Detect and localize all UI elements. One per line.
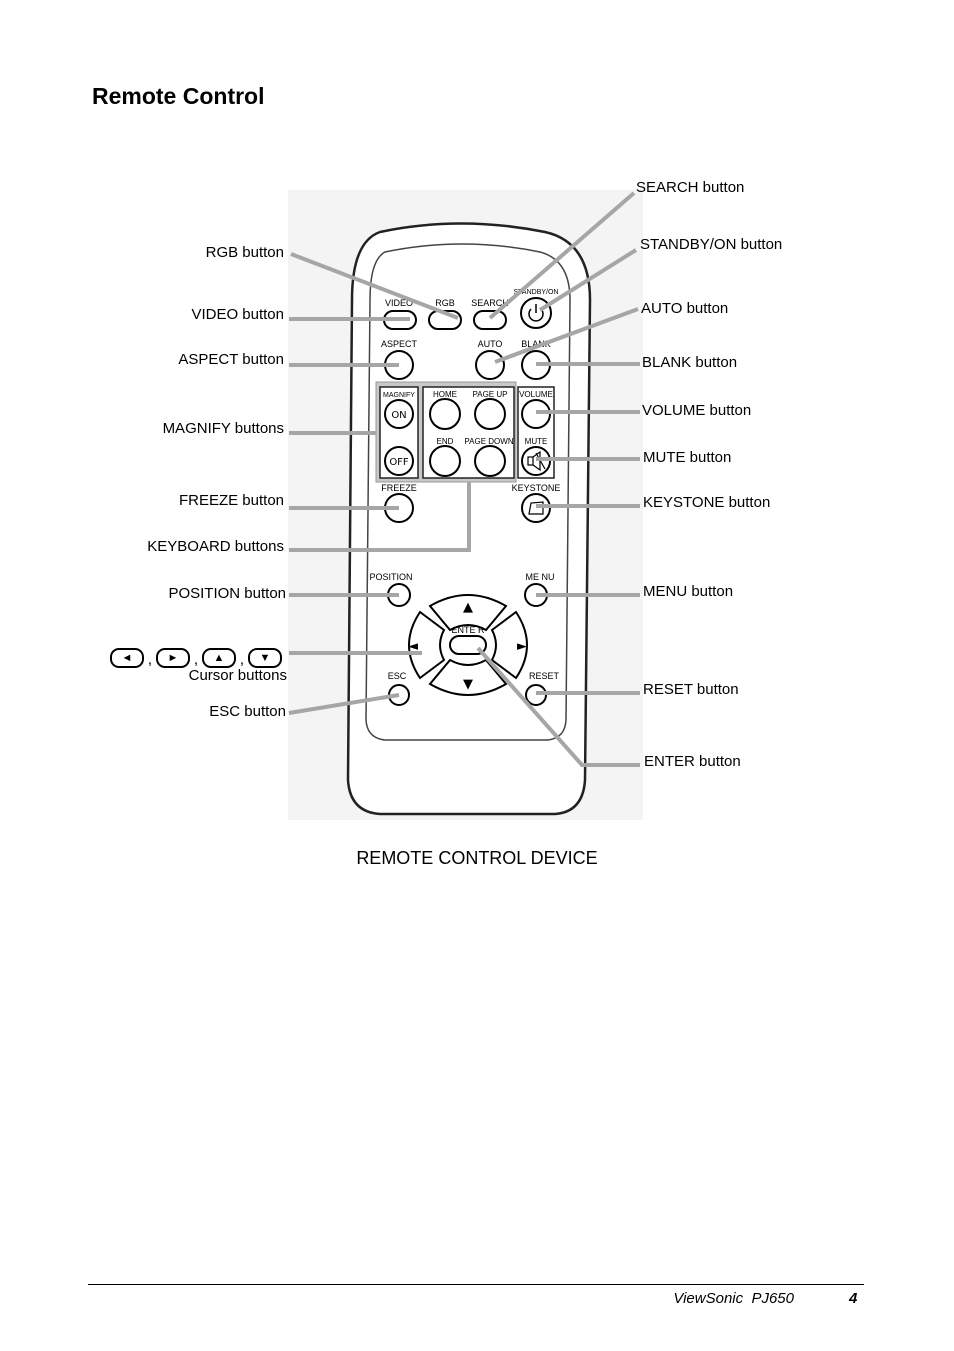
figure-caption: REMOTE CONTROL DEVICE xyxy=(356,848,598,868)
label-keyboard-buttons: KEYBOARD buttons xyxy=(147,538,284,555)
cursor-keys-legend: ◄,►,▲,▼ xyxy=(110,648,282,668)
leader-rgb xyxy=(290,252,459,320)
arrow-up-glyph: ▲ xyxy=(463,600,473,615)
magnify-off-key xyxy=(384,446,414,476)
leader-standby xyxy=(538,248,638,312)
key-label-aspect: ASPECT xyxy=(381,339,418,349)
key-label-reset: RESET xyxy=(529,671,560,681)
magnify-off-key-label: OFF xyxy=(389,457,409,468)
label-search-button: SEARCH button xyxy=(636,179,745,196)
remote-control-figure: VIDEO RGB SEARCH STANDBY/ON ASPECT AUTO … xyxy=(288,190,643,820)
label-position-button: POSITION button xyxy=(168,585,286,602)
cursor-down-key xyxy=(428,658,508,696)
label-standby-button: STANDBY/ON button xyxy=(640,236,783,253)
auto-key xyxy=(475,350,505,380)
label-keystone-button: KEYSTONE button xyxy=(643,494,771,511)
footer-divider xyxy=(88,1284,864,1285)
key-label-freeze: FREEZE xyxy=(381,483,417,493)
arrow-left-glyph: ◄ xyxy=(408,639,418,654)
key-label-standby: STANDBY/ON xyxy=(514,289,559,296)
separator: , xyxy=(239,651,245,668)
key-label-volume: VOLUME xyxy=(519,390,553,399)
home-key xyxy=(429,398,461,430)
key-label-magnify: MAGNIFY xyxy=(383,392,415,399)
label-reset-button: RESET button xyxy=(643,681,739,698)
power-icon xyxy=(528,304,544,322)
label-volume-button: VOLUME button xyxy=(642,402,752,419)
leader-auto xyxy=(494,307,639,364)
page-down-key xyxy=(474,445,506,477)
key-label-page-up: PAGE UP xyxy=(473,390,508,399)
leader-enter xyxy=(476,646,640,767)
leader-search xyxy=(488,191,636,320)
key-label-video: VIDEO xyxy=(385,298,413,308)
key-label-page-down: PAGE DOWN xyxy=(464,437,513,446)
key-label-enter: ENTE R xyxy=(451,625,485,635)
label-esc-button: ESC button xyxy=(209,703,286,720)
page-title: Remote Control xyxy=(92,83,265,109)
remote-face-outline xyxy=(365,243,571,741)
label-blank-button: BLANK button xyxy=(642,354,738,371)
magnify-on-key-label: ON xyxy=(391,410,406,421)
cursor-left-icon: ◄ xyxy=(110,648,144,668)
separator: , xyxy=(193,651,199,668)
label-menu-button: MENU button xyxy=(643,583,734,600)
cursor-down-icon: ▼ xyxy=(248,648,282,668)
key-label-end: END xyxy=(437,437,454,446)
label-rgb-button: RGB button xyxy=(205,244,284,261)
label-mute-button: MUTE button xyxy=(643,449,732,466)
leader-keyboard xyxy=(289,482,471,552)
label-cursor-buttons: Cursor buttons xyxy=(188,667,287,684)
cursor-right-icon: ► xyxy=(156,648,190,668)
page-number: 4 xyxy=(849,1290,858,1307)
key-label-menu: ME NU xyxy=(526,572,555,582)
key-label-position: POSITION xyxy=(369,572,412,582)
separator: , xyxy=(147,651,153,668)
footer-brand: ViewSonic PJ650 xyxy=(673,1290,794,1307)
search-key xyxy=(473,310,507,330)
cursor-up-icon: ▲ xyxy=(202,648,236,668)
leader-esc xyxy=(288,693,400,715)
label-magnify-buttons: MAGNIFY buttons xyxy=(162,420,284,437)
arrow-down-glyph: ▼ xyxy=(463,677,473,692)
magnify-on-key xyxy=(384,399,414,429)
label-auto-button: AUTO button xyxy=(641,300,729,317)
end-key xyxy=(429,445,461,477)
key-label-blank: BLANK xyxy=(521,339,551,349)
key-label-keystone: KEYSTONE xyxy=(512,483,561,493)
key-label-mute: MUTE xyxy=(525,437,548,446)
label-enter-button: ENTER button xyxy=(644,753,741,770)
key-label-rgb: RGB xyxy=(435,298,455,308)
key-label-home: HOME xyxy=(433,390,457,399)
key-label-auto: AUTO xyxy=(478,339,503,349)
label-video-button: VIDEO button xyxy=(191,306,284,323)
key-label-search: SEARCH xyxy=(471,298,509,308)
label-aspect-button: ASPECT button xyxy=(178,351,284,368)
key-label-esc: ESC xyxy=(388,671,407,681)
cursor-up-key xyxy=(428,594,508,632)
cursor-left-key xyxy=(408,610,446,680)
arrow-right-glyph: ► xyxy=(517,639,527,654)
label-freeze-button: FREEZE button xyxy=(178,492,284,509)
keystone-icon xyxy=(528,501,544,515)
cursor-right-key xyxy=(490,610,528,680)
page-up-key xyxy=(474,398,506,430)
